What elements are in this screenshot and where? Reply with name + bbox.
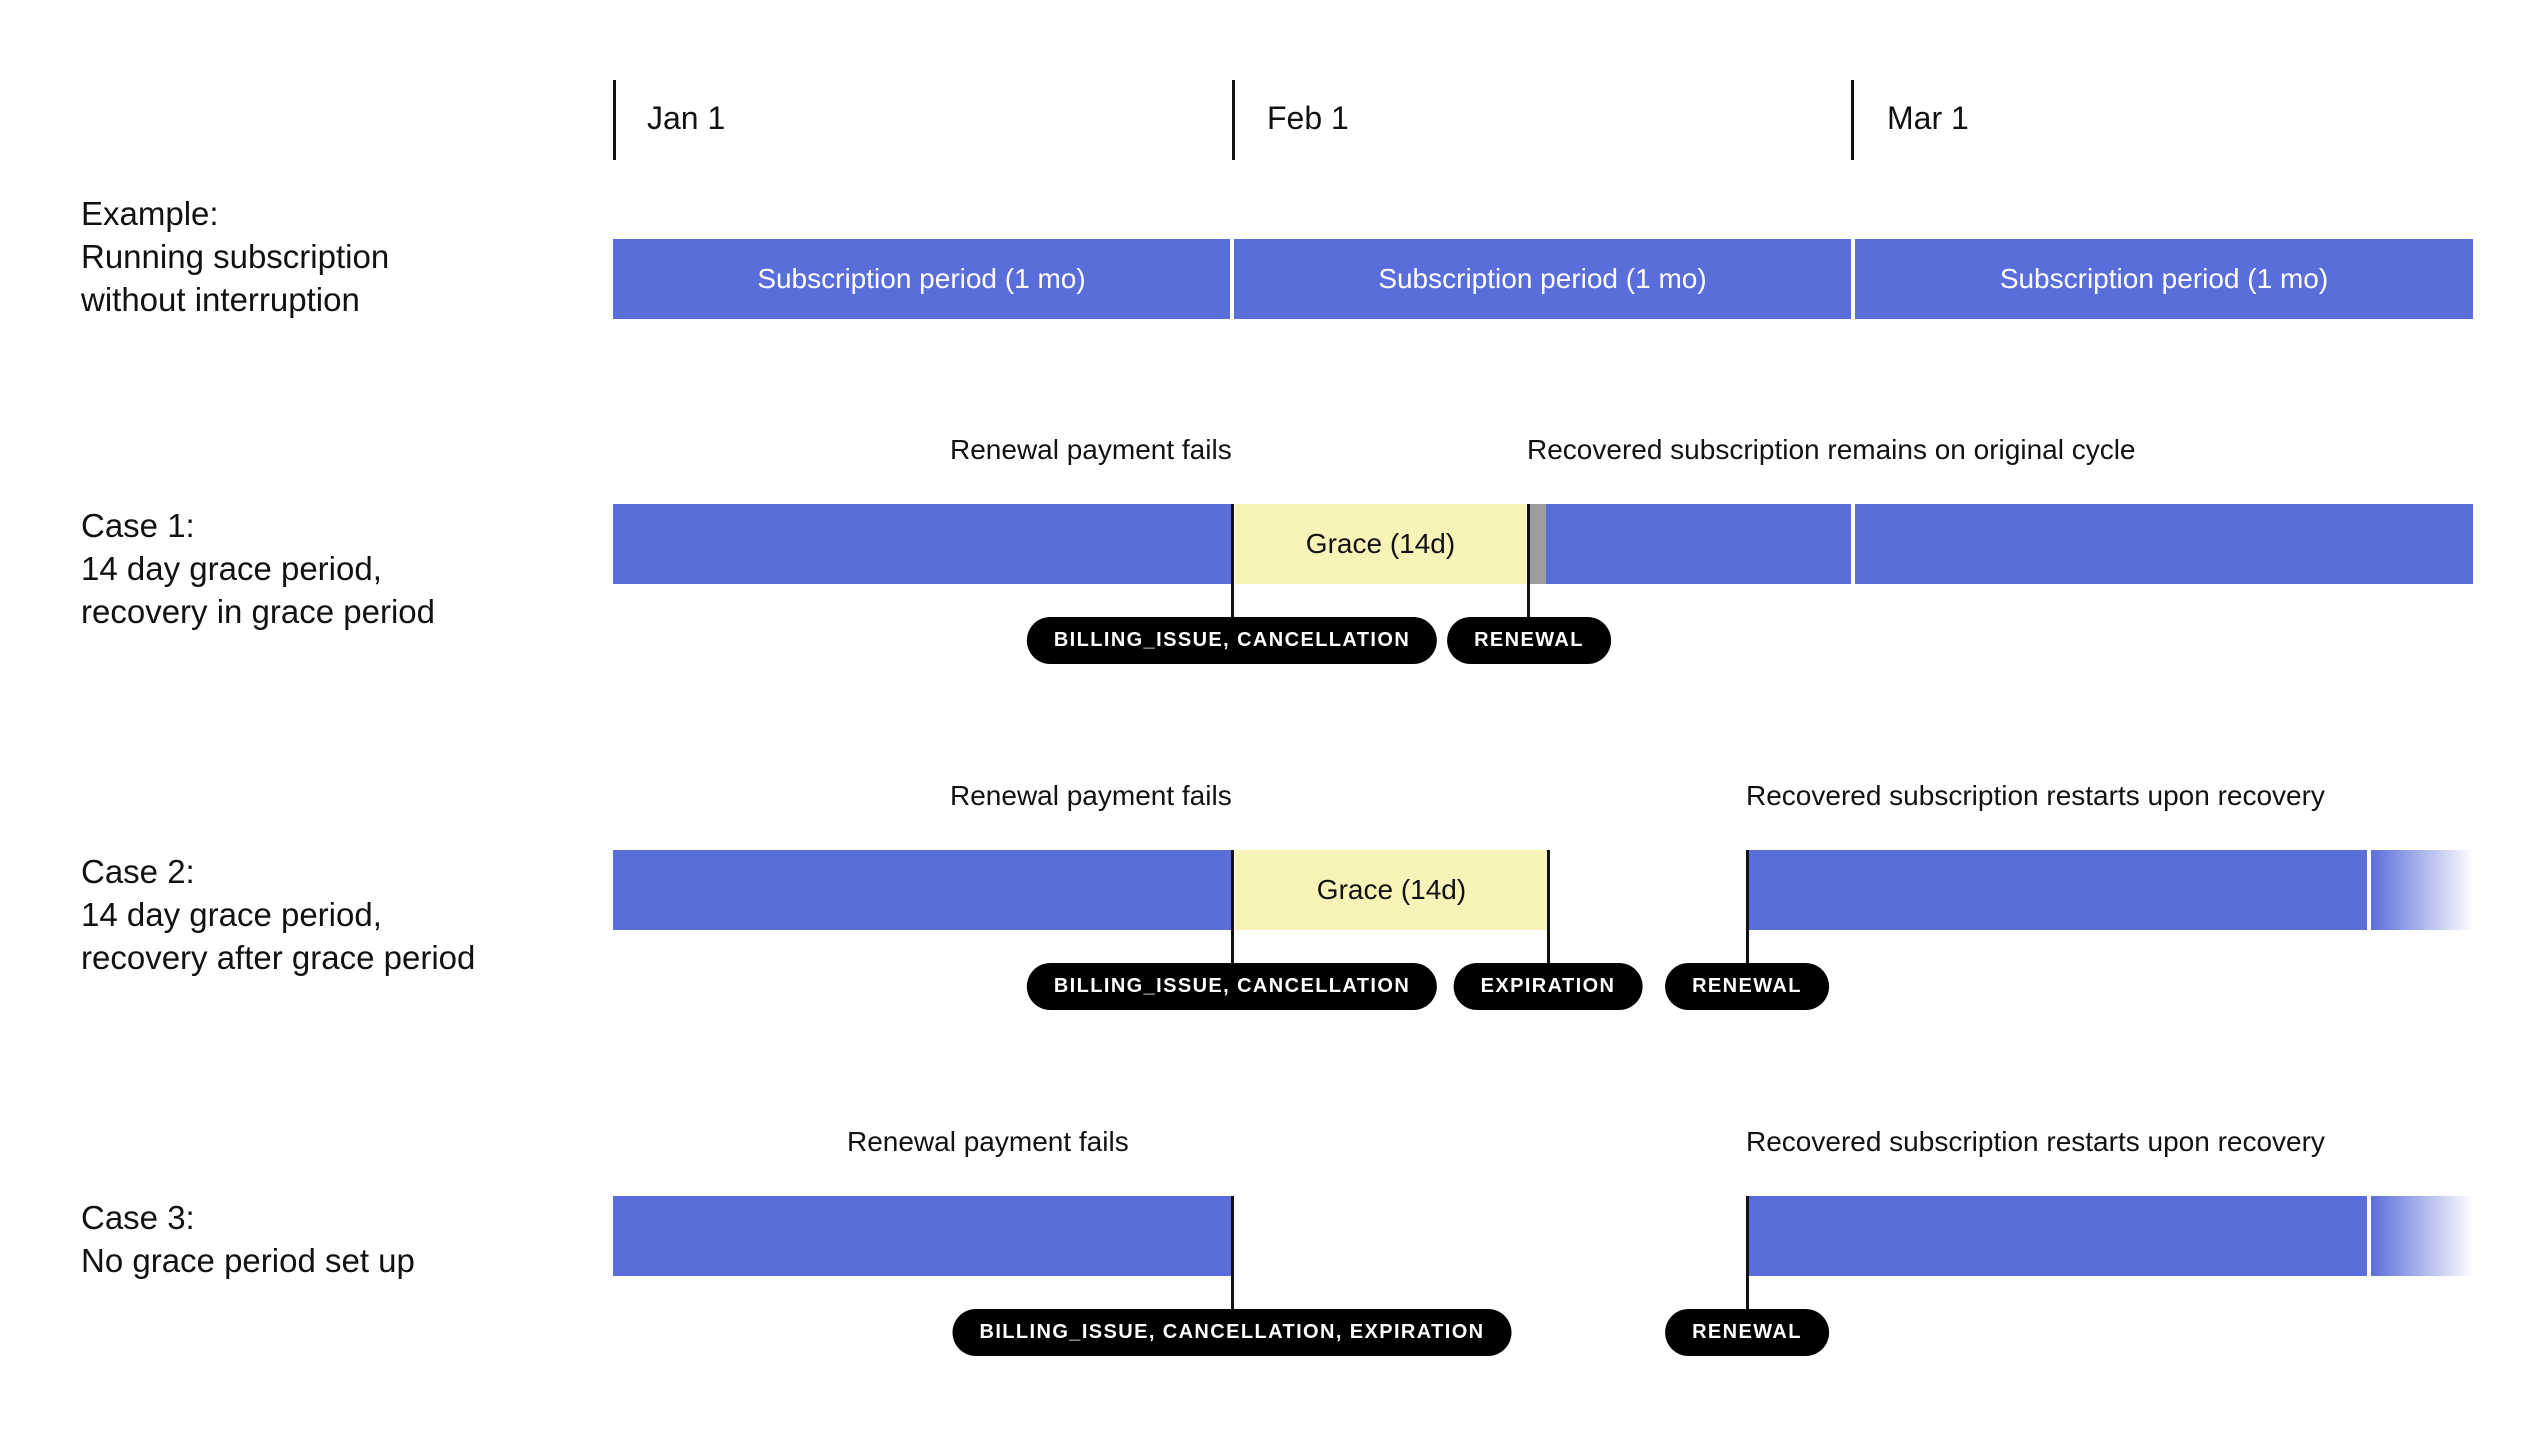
case1-renewal-marker (1527, 504, 1530, 618)
case3-subscription-bar-restarted (1749, 1196, 2367, 1276)
case2-subscription-continuation-fade (2371, 850, 2474, 930)
case2-annotation-recovered: Recovered subscription restarts upon rec… (1746, 780, 2325, 811)
case2-event-pill-billing-issue: BILLING_ISSUE, CANCELLATION (1026, 963, 1438, 1010)
case3-renewal-marker (1746, 1196, 1749, 1310)
case1-annotation-recovered: Recovered subscription remains on origin… (1527, 434, 2136, 465)
case1-subscription-bar-resumed (1546, 504, 1851, 584)
date-tick-jan (613, 80, 616, 160)
case3-event-pill-billing-issue: BILLING_ISSUE, CANCELLATION, EXPIRATION (952, 1309, 1512, 1356)
case1-label-line-2: 14 day grace period, (81, 550, 382, 587)
case2-subscription-bar-pre (613, 850, 1232, 930)
case3-subscription-bar-pre (613, 1196, 1232, 1276)
subscription-period-bar-1: Subscription period (1 mo) (613, 239, 1230, 319)
date-label-mar: Mar 1 (1887, 100, 1969, 136)
date-label-feb: Feb 1 (1267, 100, 1349, 136)
case3-event-pill-renewal: RENEWAL (1665, 1309, 1829, 1356)
case3-label-line-1: Case 3: (81, 1199, 195, 1236)
case1-grace-overlap (1529, 504, 1546, 584)
case1-event-pill-billing-issue: BILLING_ISSUE, CANCELLATION (1026, 617, 1438, 664)
case1-label-line-3: recovery in grace period (81, 593, 436, 630)
case3-annotation-fail: Renewal payment fails (847, 1126, 1129, 1157)
case2-subscription-bar-restarted (1749, 850, 2367, 930)
case2-annotation-fail: Renewal payment fails (950, 780, 1232, 811)
case2-label: Case 2: 14 day grace period, recovery af… (81, 850, 475, 979)
case2-expiration-marker (1547, 850, 1550, 964)
case2-event-pill-renewal: RENEWAL (1665, 963, 1829, 1010)
case1-label: Case 1: 14 day grace period, recovery in… (81, 504, 435, 633)
case2-renewal-marker (1746, 850, 1749, 964)
case1-subscription-bar-next (1855, 504, 2473, 584)
date-tick-feb (1232, 80, 1235, 160)
case1-fail-marker (1231, 504, 1234, 618)
case2-fail-marker (1231, 850, 1234, 964)
case2-label-line-2: 14 day grace period, (81, 896, 382, 933)
case2-event-pill-expiration: EXPIRATION (1453, 963, 1643, 1010)
case1-subscription-bar-pre (613, 504, 1232, 584)
case1-label-line-1: Case 1: (81, 507, 195, 544)
subscription-period-bar-2: Subscription period (1 mo) (1234, 239, 1851, 319)
case2-label-line-1: Case 2: (81, 853, 195, 890)
example-label-line-2: Running subscription (81, 238, 390, 275)
case1-grace-period: Grace (14d) (1235, 504, 1526, 584)
case3-subscription-continuation-fade (2371, 1196, 2474, 1276)
case3-label-line-2: No grace period set up (81, 1242, 415, 1279)
example-label: Example: Running subscription without in… (81, 192, 389, 321)
case2-grace-period: Grace (14d) (1235, 850, 1548, 930)
date-label-jan: Jan 1 (647, 100, 726, 136)
example-label-line-1: Example: (81, 195, 219, 232)
case1-event-pill-renewal: RENEWAL (1447, 617, 1611, 664)
case3-annotation-recovered: Recovered subscription restarts upon rec… (1746, 1126, 2325, 1157)
subscription-period-bar-3: Subscription period (1 mo) (1855, 239, 2473, 319)
case3-label: Case 3: No grace period set up (81, 1196, 415, 1282)
case1-annotation-fail: Renewal payment fails (950, 434, 1232, 465)
case3-fail-marker (1231, 1196, 1234, 1310)
case2-label-line-3: recovery after grace period (81, 939, 476, 976)
date-tick-mar (1851, 80, 1854, 160)
example-label-line-3: without interruption (81, 281, 360, 318)
